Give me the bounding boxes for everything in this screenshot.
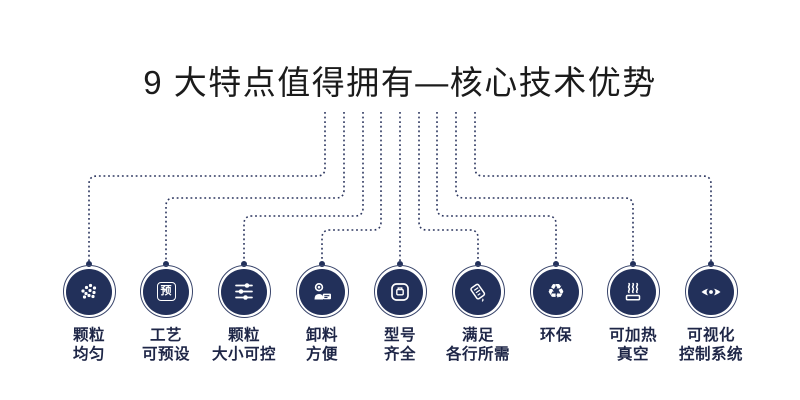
label-line-2: 真空 (616, 346, 649, 363)
feature-label: 环保 (511, 326, 601, 345)
feature-item: 满足 各行所需 (433, 265, 523, 364)
feature-label: 卸料 方便 (277, 326, 367, 364)
label-line-1: 可加热 (608, 327, 657, 344)
recycle-icon: ♻ (547, 280, 565, 303)
feature-item: 型号 齐全 (355, 265, 445, 364)
feature-circle (684, 265, 738, 318)
feature-label: 可视化 控制系统 (666, 326, 756, 364)
connector-9 (474, 112, 712, 262)
label-line-1: 型号 (383, 327, 416, 344)
label-line-1: 工艺 (149, 327, 182, 344)
feature-label: 可加热 真空 (588, 326, 678, 364)
model-icon (391, 282, 409, 301)
label-line-1: 卸料 (305, 327, 338, 344)
label-line-1: 颗粒 (227, 327, 260, 344)
feature-circle (451, 265, 505, 318)
connector-1 (88, 112, 326, 262)
feature-circle (606, 265, 660, 318)
label-line-2: 大小可控 (211, 346, 276, 363)
feature-label: 颗粒 大小可控 (199, 326, 289, 364)
label-line-2: 可预设 (141, 346, 190, 363)
label-line-2: 均匀 (72, 346, 105, 363)
feature-circle (373, 265, 427, 318)
feature-item: 颗粒 大小可控 (199, 265, 289, 364)
label-line-2: 齐全 (383, 346, 416, 363)
label-line-2: 各行所需 (445, 346, 510, 363)
unload-icon (314, 282, 331, 299)
feature-item: 颗粒 均匀 (44, 265, 134, 364)
label-line-2: 方便 (305, 346, 338, 363)
feature-circle: 预 (139, 265, 193, 318)
feature-label: 颗粒 均匀 (44, 326, 134, 364)
eye-icon (701, 287, 721, 296)
feature-circle: ♻ (529, 265, 583, 318)
preset-icon: 预 (156, 282, 176, 301)
label-line-1: 环保 (539, 327, 572, 344)
connector-2 (165, 112, 345, 262)
feature-item: 可加热 真空 (588, 265, 678, 364)
feature-circle (217, 265, 271, 318)
feature-label: 满足 各行所需 (433, 326, 523, 364)
documents-icon (470, 283, 486, 302)
connector-7 (436, 112, 557, 262)
connector-8 (455, 112, 634, 262)
connector-6 (418, 112, 479, 262)
heat-icon (625, 282, 641, 300)
feature-label: 型号 齐全 (355, 326, 445, 364)
feature-item: 可视化 控制系统 (666, 265, 756, 364)
label-line-1: 满足 (461, 327, 494, 344)
label-line-1: 可视化 (686, 327, 735, 344)
feature-circle (62, 265, 116, 318)
page-title: 9 大特点值得拥有—核心技术优势 (143, 64, 657, 101)
feature-label: 工艺 可预设 (121, 326, 211, 364)
feature-item: 预 工艺 可预设 (121, 265, 211, 364)
label-line-1: 颗粒 (72, 327, 105, 344)
feature-circle (295, 265, 349, 318)
label-line-2: 控制系统 (678, 346, 743, 363)
feature-item: 卸料 方便 (277, 265, 367, 364)
particles-icon (81, 283, 97, 299)
sliders-icon (235, 282, 253, 300)
connector-3 (243, 112, 364, 262)
feature-item: ♻ 环保 (511, 265, 601, 345)
connector-4 (321, 112, 382, 262)
